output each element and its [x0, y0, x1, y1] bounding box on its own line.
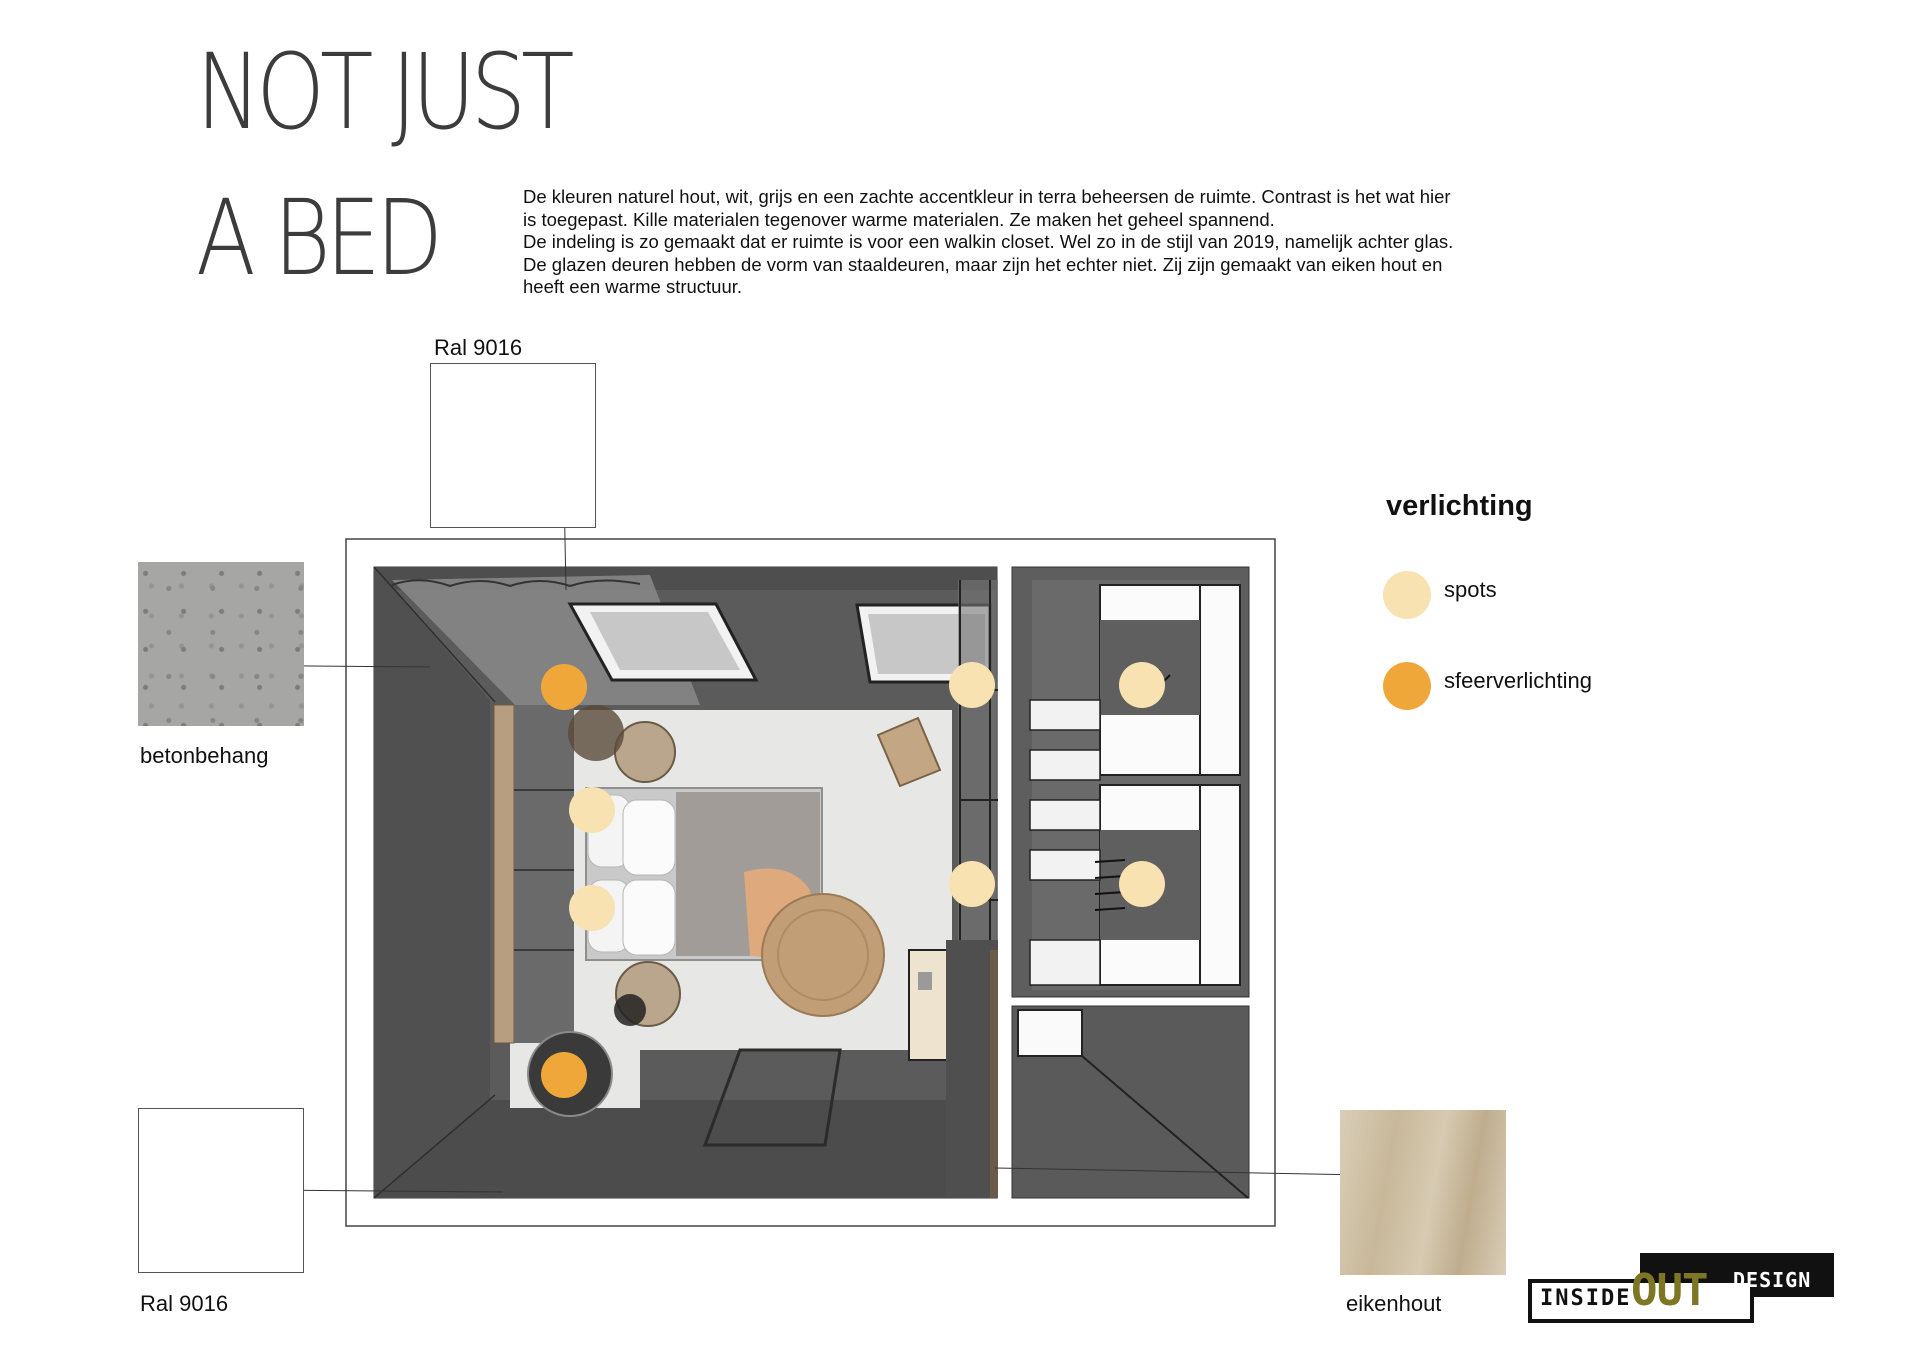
sfeerverlichting-legend-label: sfeerverlichting — [1444, 668, 1592, 693]
betonbehang-label: betonbehang — [140, 743, 269, 768]
spots-legend-dot — [1383, 571, 1431, 619]
ral-9016-label-top: Ral 9016 — [434, 335, 523, 360]
logo-inside-text: INSIDE — [1540, 1286, 1632, 1311]
sfeerverlichting-legend-dot — [1383, 662, 1431, 710]
spots-legend-label: spots — [1444, 577, 1497, 602]
ral-9016-label-bottom: Ral 9016 — [140, 1291, 229, 1316]
insideout-design-logo: INSIDE OUT DESIGN — [1528, 1253, 1834, 1325]
betonbehang-swatch — [138, 562, 304, 726]
eikenhout-swatch — [1340, 1110, 1506, 1275]
legend-title: verlichting — [1386, 490, 1533, 522]
ral-9016-swatch-bottom — [138, 1108, 304, 1273]
description: De kleuren naturel hout, wit, grijs en e… — [523, 186, 1463, 299]
ral-9016-swatch-top — [430, 363, 596, 528]
eikenhout-label: eikenhout — [1346, 1291, 1442, 1316]
logo-out-text: OUT — [1631, 1265, 1708, 1316]
description-paragraph-1: De kleuren naturel hout, wit, grijs en e… — [523, 186, 1451, 230]
title-line-1: NOT JUST — [196, 31, 574, 153]
logo-design-text: DESIGN — [1733, 1268, 1812, 1292]
description-paragraph-2: De indeling is zo gemaakt dat er ruimte … — [523, 231, 1454, 297]
title-line-2: A BED — [196, 177, 443, 299]
